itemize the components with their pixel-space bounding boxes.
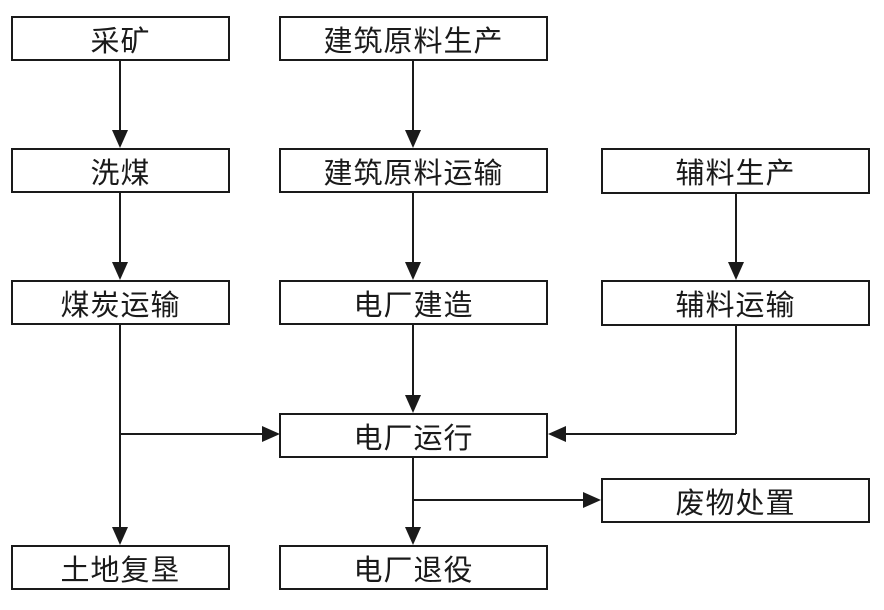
node-plant-decommissioning: 电厂退役 [279, 545, 548, 590]
node-auxiliary-material-production: 辅料生产 [601, 148, 870, 194]
arrowhead [405, 130, 421, 148]
node-mining: 采矿 [11, 16, 230, 61]
arrowhead [112, 130, 128, 148]
arrowhead [728, 262, 744, 280]
node-plant-operation: 电厂运行 [279, 413, 548, 458]
node-auxiliary-material-transport: 辅料运输 [601, 280, 870, 326]
node-coal-washing: 洗煤 [11, 148, 230, 193]
arrowhead [583, 492, 601, 508]
node-plant-construction: 电厂建造 [279, 280, 548, 325]
arrowhead [112, 527, 128, 545]
arrowhead [405, 262, 421, 280]
node-coal-transport: 煤炭运输 [11, 280, 230, 325]
node-waste-disposal: 废物处置 [601, 478, 870, 523]
arrowhead [405, 395, 421, 413]
arrowhead [112, 262, 128, 280]
arrowhead [405, 527, 421, 545]
node-land-reclamation: 土地复垦 [11, 545, 230, 590]
arrowhead [548, 426, 566, 442]
node-building-material-production: 建筑原料生产 [279, 16, 548, 61]
node-building-material-transport: 建筑原料运输 [279, 148, 548, 193]
arrowhead [262, 426, 280, 442]
